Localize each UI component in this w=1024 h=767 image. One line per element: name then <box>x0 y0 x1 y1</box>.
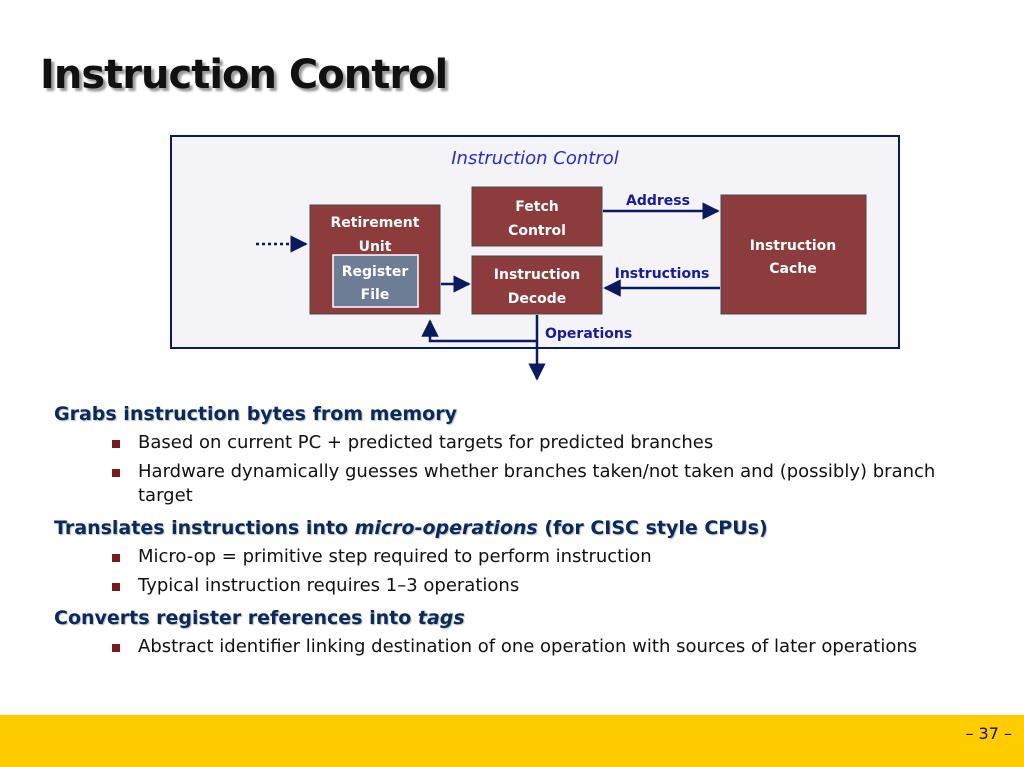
heading-text: Translates instructions into <box>54 517 355 539</box>
page-number: – 37 – <box>965 724 1012 743</box>
instruction-decode-box <box>471 255 603 315</box>
operations-label: Operations <box>545 326 632 342</box>
retirement-unit-label-line1: Retirement <box>331 215 420 231</box>
heading-text: Converts register references into <box>54 607 418 629</box>
retirement-unit-label-line2: Unit <box>359 239 392 255</box>
register-file-label-line2: File <box>361 287 390 303</box>
bullet-item: Based on current PC + predicted targets … <box>112 431 954 455</box>
register-file-box <box>332 254 419 308</box>
instruction-decode-label-line2: Decode <box>508 291 567 307</box>
bullet-text: Based on current PC + predicted targets … <box>138 432 714 453</box>
section-heading: Grabs instruction bytes from memory <box>54 402 954 426</box>
bullet-square-icon <box>112 554 120 562</box>
section-heading: Translates instructions into micro-opera… <box>54 516 954 540</box>
instruction-decode-label-line1: Instruction <box>494 267 580 283</box>
bullet-text: Micro-op = primitive step required to pe… <box>138 546 652 567</box>
bullet-square-icon <box>112 644 120 652</box>
frame-title: Instruction Control <box>451 148 619 169</box>
bullet-item: Abstract identifier linking destination … <box>112 635 954 659</box>
heading-emphasis: tags <box>417 607 465 629</box>
heading-text: (for CISC style CPUs) <box>537 517 768 539</box>
heading-emphasis: micro-operations <box>354 517 538 539</box>
bullet-text: Hardware dynamically guesses whether bra… <box>138 461 936 506</box>
heading-text: Grabs instruction bytes from memory <box>54 403 457 425</box>
section-convert: Converts register references into tags A… <box>54 606 954 659</box>
bullet-item: Micro-op = primitive step required to pe… <box>112 545 954 569</box>
fetch-control-label-line2: Control <box>508 223 566 239</box>
register-file-label-line1: Register <box>342 264 409 280</box>
instruction-control-diagram: Instruction Control Retirement Unit Regi… <box>170 135 900 381</box>
fetch-control-label-line1: Fetch <box>515 199 558 215</box>
instructions-label: Instructions <box>615 266 710 282</box>
instruction-cache-box <box>720 194 867 315</box>
bullet-text: Abstract identifier linking destination … <box>138 636 918 657</box>
section-heading: Converts register references into tags <box>54 606 954 630</box>
footer-bar: – 37 – <box>0 715 1024 767</box>
slide-title: Instruction Control <box>40 52 448 98</box>
instruction-cache-label-line2: Cache <box>769 261 816 277</box>
bullet-square-icon <box>112 440 120 448</box>
bullet-list: Grabs instruction bytes from memory Base… <box>54 402 954 667</box>
address-label: Address <box>626 193 690 209</box>
bullet-text: Typical instruction requires 1–3 operati… <box>138 575 520 596</box>
section-translate: Translates instructions into micro-opera… <box>54 516 954 598</box>
bullet-square-icon <box>112 583 120 591</box>
instruction-cache-label-line1: Instruction <box>750 238 836 254</box>
operations-feedback-arrow <box>421 319 537 343</box>
bullet-square-icon <box>112 469 120 477</box>
section-fetch: Grabs instruction bytes from memory Base… <box>54 402 954 508</box>
bullet-item: Hardware dynamically guesses whether bra… <box>112 460 954 508</box>
fetch-control-box <box>471 186 603 247</box>
bullet-item: Typical instruction requires 1–3 operati… <box>112 574 954 598</box>
